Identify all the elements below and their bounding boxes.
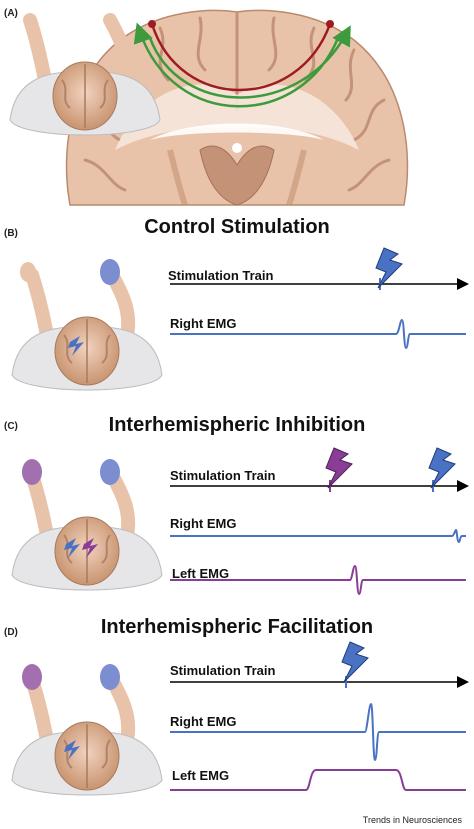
journal-credit: Trends in Neurosciences — [362, 815, 462, 825]
panel-d-title: Interhemispheric Facilitation — [100, 616, 374, 638]
left-emg-trace — [170, 769, 466, 791]
right-emg-label: Right EMG — [170, 316, 237, 331]
stimulation-site-left — [148, 20, 156, 28]
red-arrow — [150, 23, 332, 92]
participant-b — [12, 275, 162, 390]
right-hand — [20, 259, 120, 690]
lightning-icon — [325, 447, 353, 489]
tms-coil-icon — [68, 336, 84, 356]
stimulation-site-right — [326, 20, 334, 28]
green-arrow — [148, 25, 351, 99]
panel-c-title: Interhemispheric Inhibition — [108, 414, 366, 436]
lightning-icon — [341, 641, 369, 683]
tms-coil-icon — [82, 538, 98, 558]
right-emg-trace — [170, 528, 466, 544]
left-emg-label: Left EMG — [172, 768, 230, 783]
lightning-icon — [375, 247, 403, 289]
tms-coil-icon — [64, 740, 80, 760]
stimulation-train-label: Stimulation Train — [170, 663, 276, 678]
lightning-icon — [428, 447, 456, 489]
stimulation-train-label: Stimulation Train — [170, 468, 276, 483]
panel-a-label: (A) — [4, 8, 18, 19]
stimulation-train-label: Stimulation Train — [168, 268, 274, 283]
left-emg-trace — [170, 564, 466, 596]
right-emg-trace — [170, 318, 466, 350]
right-emg-trace — [170, 702, 466, 762]
participant-c — [12, 475, 162, 590]
panel-b-label: (B) — [4, 228, 18, 239]
tms-coil-icon — [64, 538, 80, 558]
right-emg-label: Right EMG — [170, 714, 237, 729]
participant-d — [12, 680, 162, 795]
panel-c-label: (C) — [4, 421, 18, 432]
panel-d-label: (D) — [4, 627, 18, 638]
participant-illustration — [9, 13, 161, 136]
panel-b-title: Control Stimulation — [144, 216, 330, 238]
left-emg-label: Left EMG — [172, 566, 230, 581]
right-emg-label: Right EMG — [170, 516, 237, 531]
